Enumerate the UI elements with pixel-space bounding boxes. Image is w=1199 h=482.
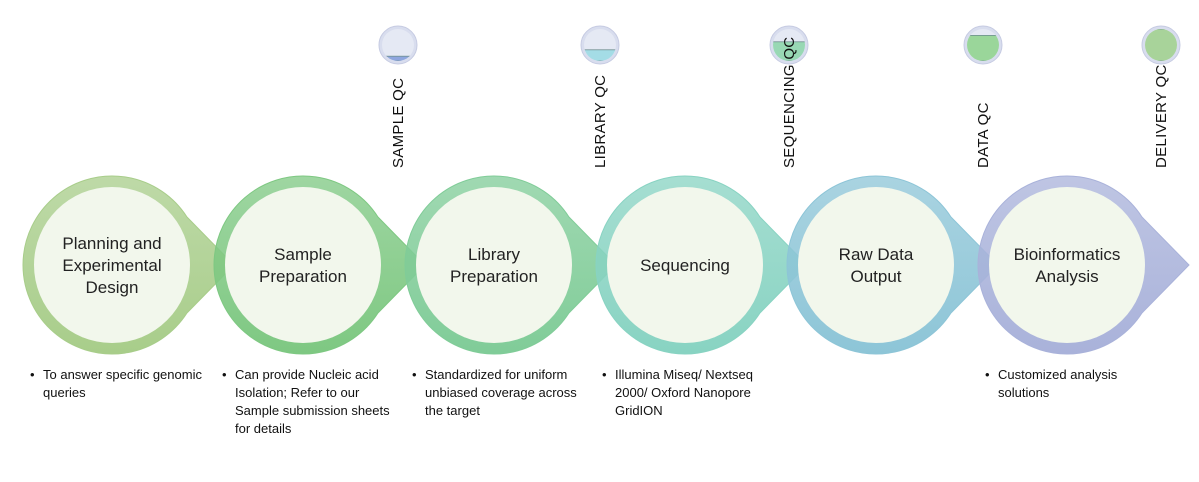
qc-checkpoint-3: SEQUENCING QC [769,25,809,168]
stage-note-3: Standardized for uniform unbiased covera… [412,366,587,420]
qc-checkpoint-2: LIBRARY QC [580,25,620,168]
stage-5-label-line-1: Raw Data [839,245,914,264]
stage-note-6: Customized analysis solutions [985,366,1160,402]
qc-fill-level [967,35,999,61]
stage-4-inner [607,187,763,343]
qc-fill-level [382,55,414,61]
stage-1-label-line-2: Experimental [62,256,161,275]
qc-label-2: LIBRARY QC [592,75,609,168]
qc-checkpoint-1: SAMPLE QC [378,25,418,168]
stage-6-label-line-2: Analysis [1035,267,1098,286]
stage-note-3-text: Standardized for uniform unbiased covera… [412,366,587,420]
qc-label-5: DELIVERY QC [1153,64,1170,168]
stage-note-2-text: Can provide Nucleic acid Isolation; Refe… [222,366,397,438]
stage-1-label-line-1: Planning and [62,234,161,253]
stage-2-label-line-1: Sample [274,245,332,264]
qc-checkpoint-4: DATA QC [963,25,1003,168]
stage-note-6-text: Customized analysis solutions [985,366,1160,402]
stage-3-label-line-1: Library [468,245,520,264]
workflow-stages: Planning andExperimentalDesignSamplePrep… [22,175,1190,355]
qc-checkpoints: SAMPLE QC LIBRARY QC SEQUENCING QC DATA QC D… [378,25,1181,168]
qc-label-3: SEQUENCING QC [781,37,798,168]
stage-2-label-line-2: Preparation [259,267,347,286]
qc-label-1: SAMPLE QC [390,78,407,168]
stage-note-1: To answer specific genomic queries [30,366,205,402]
stage-1-inner [34,187,190,343]
qc-checkpoint-5: DELIVERY QC [1141,25,1181,168]
stage-note-4-text: Illumina Miseq/ Nextseq 2000/ Oxford Nan… [602,366,777,420]
stage-note-4: Illumina Miseq/ Nextseq 2000/ Oxford Nan… [602,366,777,420]
stage-6-inner [989,187,1145,343]
stage-6-label-line-1: Bioinformatics [1014,245,1121,264]
stage-note-2: Can provide Nucleic acid Isolation; Refe… [222,366,397,438]
stage-5-inner [798,187,954,343]
stage-2-inner [225,187,381,343]
qc-flask-icon [378,25,418,65]
stage-note-1-text: To answer specific genomic queries [30,366,205,402]
qc-fill-level [773,41,805,61]
stage-3-label-line-2: Preparation [450,267,538,286]
qc-label-4: DATA QC [975,102,992,168]
stage-1-label-line-3: Design [86,278,139,297]
stage-5-label-line-2: Output [850,267,901,286]
stage-4: Sequencing [595,175,808,355]
stage-4-label-line-1: Sequencing [640,256,730,275]
stage-3-inner [416,187,572,343]
qc-fill-level [1145,29,1177,61]
qc-fill-level [584,49,616,61]
